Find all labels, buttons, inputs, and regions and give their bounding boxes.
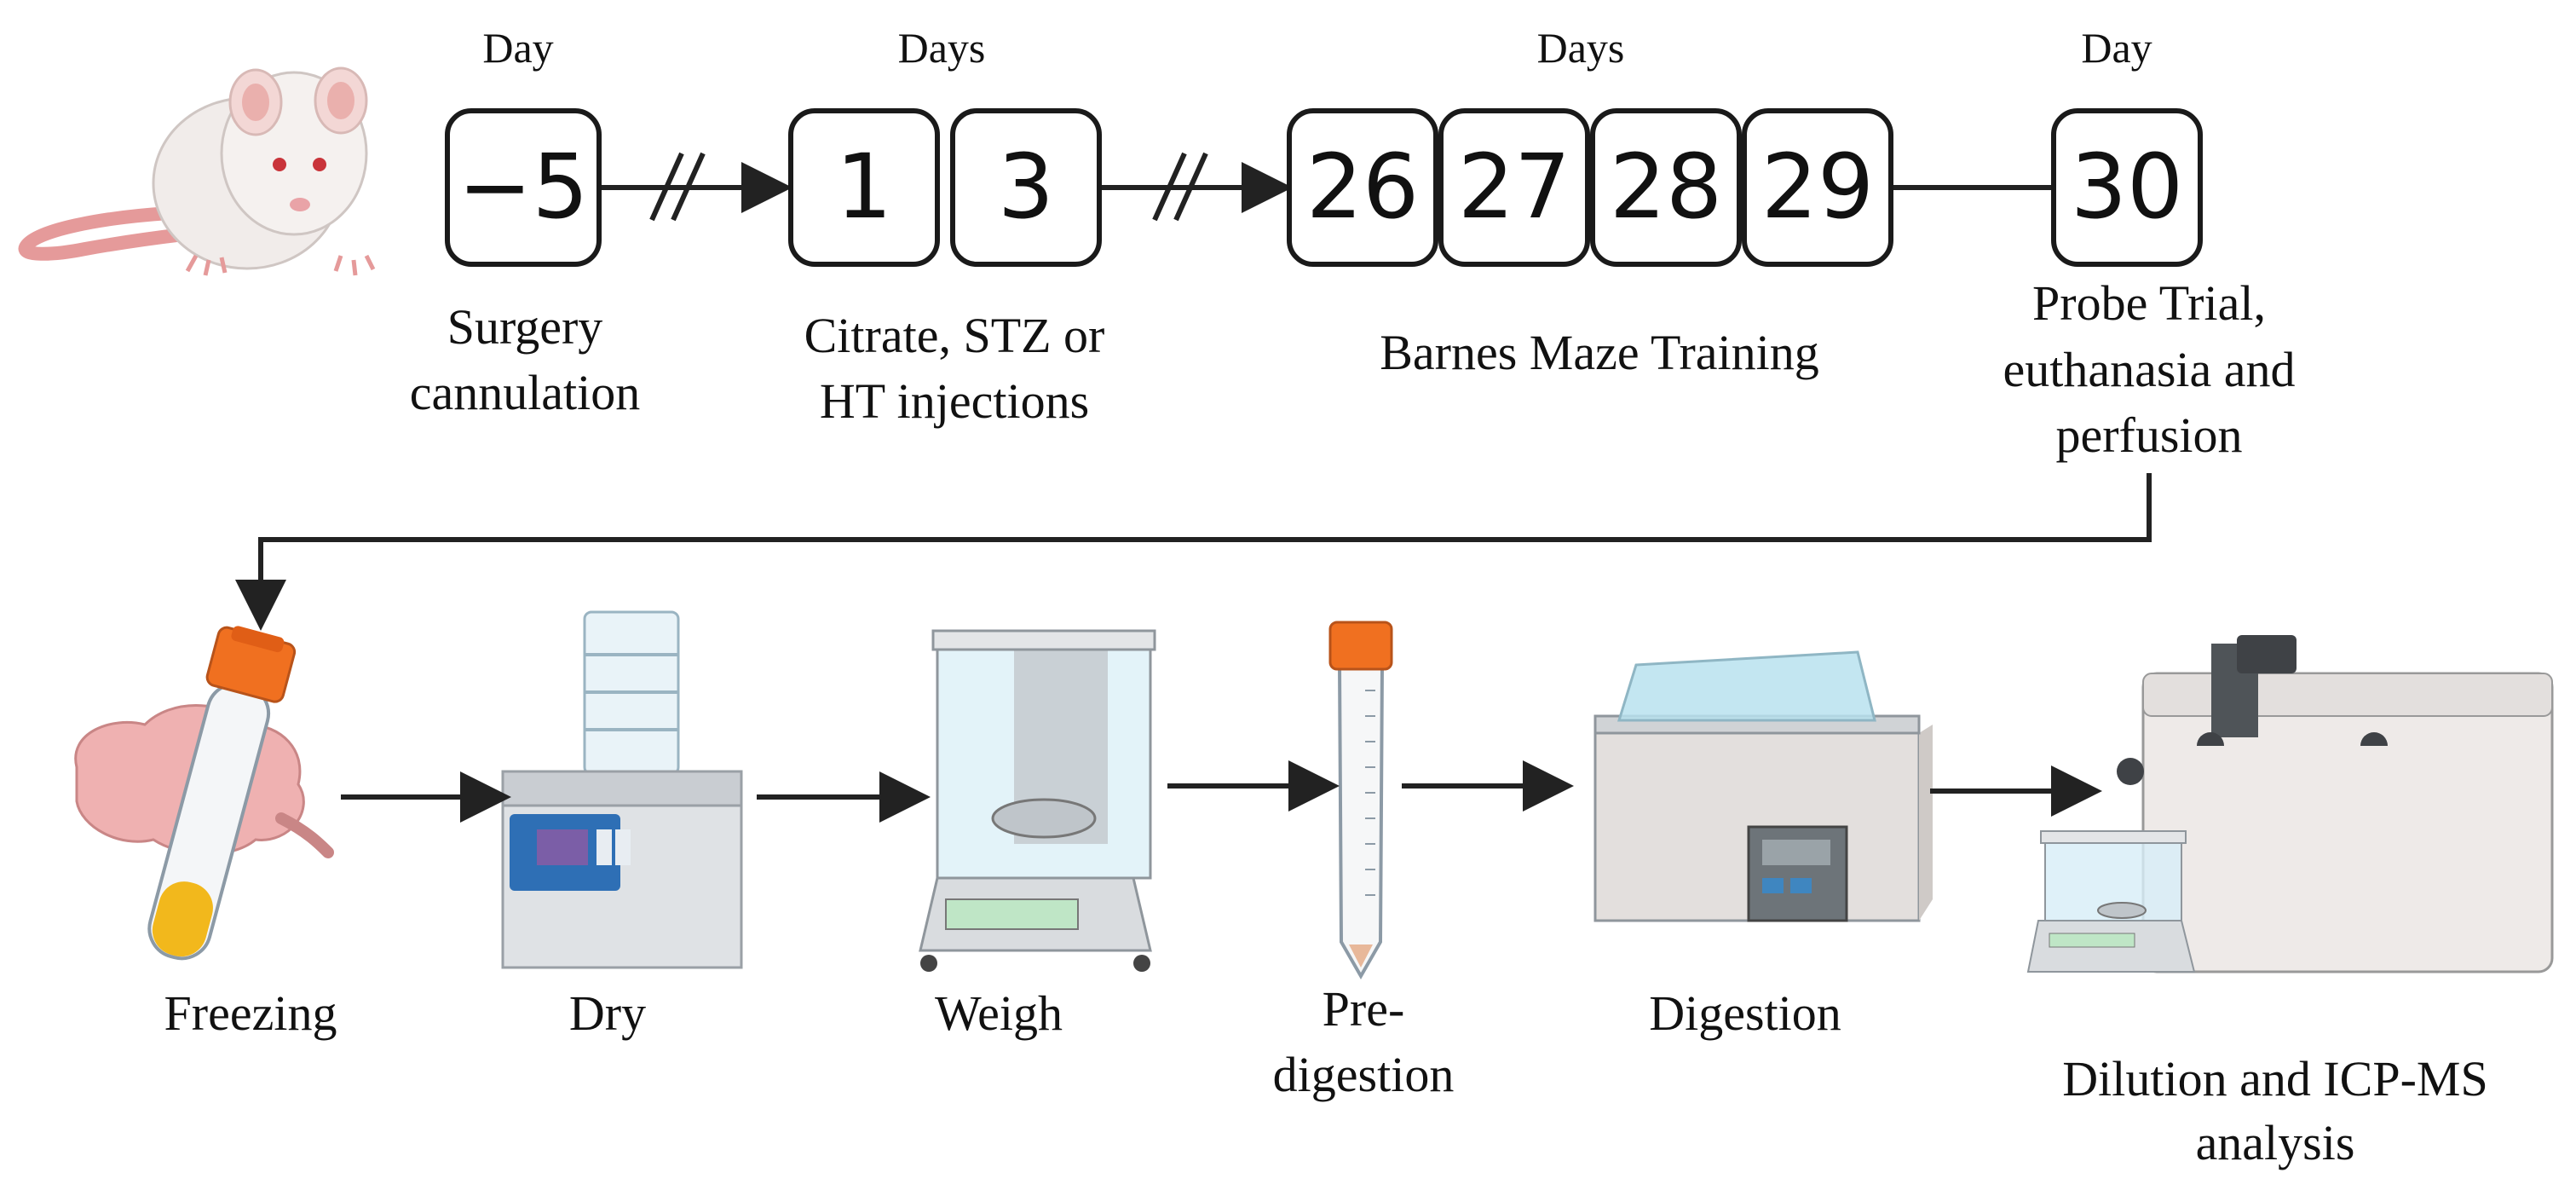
break-mark-1 — [649, 152, 706, 222]
svg-text:digestion: digestion — [1273, 1047, 1455, 1102]
step-label-freezing: Freezing — [164, 985, 337, 1041]
day-value: 1 — [836, 135, 892, 239]
step-label-analysis: Dilution and ICP-MS analysis — [2062, 1051, 2488, 1170]
day-value: −5 — [458, 135, 588, 239]
day-header-surgery: Day — [482, 24, 553, 72]
step-label-weigh: Weigh — [935, 985, 1063, 1041]
svg-text:cannulation: cannulation — [410, 365, 641, 420]
day-box: 3 — [950, 108, 1102, 267]
day-box: 1 — [788, 108, 940, 267]
day-value: 26 — [1306, 135, 1419, 239]
step-label-dry: Dry — [569, 985, 646, 1041]
icp-ms-instrument-icon — [2026, 635, 2554, 973]
step-label-surgery: Surgery cannulation — [410, 299, 641, 420]
day-box: 26 — [1287, 108, 1438, 267]
day-value: 3 — [998, 135, 1054, 239]
brain-and-tube-icon — [74, 626, 334, 961]
days-header-injections: Days — [898, 24, 986, 72]
break-mark-2 — [1152, 152, 1208, 222]
day-box: 30 — [2051, 108, 2203, 267]
svg-text:Probe Trial,: Probe Trial, — [2032, 275, 2266, 331]
centrifuge-tube-icon — [1328, 621, 1393, 980]
day-value: 27 — [1458, 135, 1570, 239]
svg-text:perfusion: perfusion — [2055, 407, 2242, 463]
day-value: 29 — [1761, 135, 1874, 239]
svg-text:Pre-: Pre- — [1323, 981, 1405, 1037]
step-label-probe: Probe Trial, euthanasia and perfusion — [2003, 275, 2295, 463]
svg-text:Citrate, STZ or: Citrate, STZ or — [804, 308, 1105, 363]
rat-icon — [18, 66, 376, 276]
day-box: −5 — [445, 108, 602, 267]
water-bath-icon — [1593, 650, 1933, 922]
step-label-digestion: Digestion — [1649, 985, 1841, 1041]
day-header-probe: Day — [2081, 24, 2152, 72]
flow-connector — [235, 473, 2152, 631]
svg-text:analysis: analysis — [2196, 1115, 2355, 1170]
svg-text:euthanasia and: euthanasia and — [2003, 342, 2295, 397]
analytical-balance-icon — [919, 629, 1156, 972]
step-label-predigestion: Pre- digestion — [1273, 981, 1455, 1102]
day-value: 30 — [2071, 135, 2183, 239]
svg-text:Dilution and ICP-MS: Dilution and ICP-MS — [2062, 1051, 2488, 1106]
svg-text:Barnes Maze Training: Barnes Maze Training — [1380, 325, 1819, 380]
svg-text:HT injections: HT injections — [820, 373, 1089, 429]
days-header-training: Days — [1537, 24, 1625, 72]
day-value: 28 — [1610, 135, 1722, 239]
step-label-training: Barnes Maze Training — [1380, 325, 1819, 380]
day-box: 27 — [1438, 108, 1590, 267]
svg-text:Surgery: Surgery — [447, 299, 603, 355]
day-box: 28 — [1590, 108, 1742, 267]
step-label-injections: Citrate, STZ or HT injections — [804, 308, 1105, 429]
freeze-dryer-icon — [501, 610, 743, 969]
day-box: 29 — [1742, 108, 1893, 267]
